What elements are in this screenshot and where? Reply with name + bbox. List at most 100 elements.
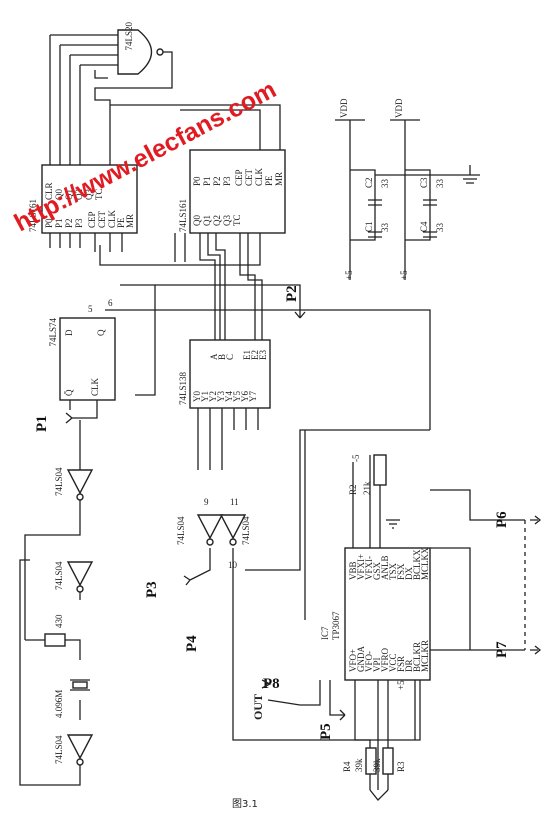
pin-label: P0 bbox=[44, 218, 54, 228]
ff-pin-clk: CLK bbox=[90, 377, 100, 396]
c2-label: C2 bbox=[364, 177, 374, 188]
resistor-430-label: 430 bbox=[54, 614, 64, 628]
pin-label: VFO+ bbox=[348, 649, 358, 672]
decoder-label: 74LS138 bbox=[178, 371, 188, 405]
pin-label: P2 bbox=[64, 218, 74, 228]
pin-label: VFXI- bbox=[364, 556, 374, 580]
pin-label: Y6 bbox=[240, 391, 250, 402]
inverter-a-label: 74LS04 bbox=[176, 516, 186, 545]
decoder: 74LS138 A B C E1 E2 E3 Y0 Y1 Y2 Y3 Y4 Y5… bbox=[178, 339, 271, 409]
pin-label: GNDA bbox=[356, 646, 366, 672]
capacitor-network: VDD VDD C2 33 C1 33 C3 33 C4 33 +5 +5 bbox=[339, 98, 445, 280]
c2-value: 33 bbox=[380, 179, 390, 189]
pin-label: TC bbox=[94, 188, 104, 200]
pin-label: MR bbox=[274, 172, 284, 186]
pin-label: TC bbox=[232, 214, 242, 226]
codec-part: TP3067 bbox=[331, 611, 341, 640]
pin-label: CLK bbox=[254, 167, 264, 186]
vdd1-label: VDD bbox=[339, 98, 349, 118]
pin-label: DR bbox=[404, 659, 414, 672]
pin-label: Q2 bbox=[74, 189, 84, 200]
pin-label: Y7 bbox=[248, 391, 258, 402]
pin-label: PE bbox=[264, 175, 274, 186]
ff-pin-5: 5 bbox=[88, 304, 93, 314]
pin-label: Y5 bbox=[232, 391, 242, 402]
flipflop-label: 74LS74 bbox=[48, 318, 58, 347]
crystal-4096: 4.096M bbox=[54, 679, 90, 718]
pin-label: VFRO bbox=[380, 647, 390, 672]
ff-pin-6: 6 bbox=[108, 298, 113, 308]
codec-chip: IC7 TP3067 VBB VFXI+ VFXI- GSX ANLB TSX … bbox=[320, 547, 431, 681]
pin-label: DX bbox=[404, 567, 414, 580]
probe-p5: P5 bbox=[318, 723, 334, 740]
probe-p2: P2 bbox=[284, 285, 300, 302]
probe-p6: P6 bbox=[494, 511, 510, 528]
inverter-p1: 74LS04 bbox=[54, 467, 94, 501]
counter-right: 74LS161 Q0 Q1 Q2 Q3 TC P0 P1 P2 P3 CEP C… bbox=[178, 149, 286, 234]
c3-value: 33 bbox=[435, 179, 445, 189]
pin-label: VBB bbox=[348, 561, 358, 580]
pin-label: MR bbox=[125, 214, 135, 228]
inverter-p1-label: 74LS04 bbox=[54, 467, 64, 496]
pin-label: VCC bbox=[388, 653, 398, 672]
pin-label: Q0 bbox=[54, 189, 64, 200]
c1-label: C1 bbox=[364, 221, 374, 232]
pin-label: MCLKR bbox=[420, 640, 430, 672]
probe-markers: P1 P2 P3 P4 P5 P6 P7 P8 OUT bbox=[34, 285, 542, 740]
probe-p4: P4 bbox=[184, 635, 200, 652]
pin-label: CLK bbox=[107, 209, 117, 228]
pin-label: FSR bbox=[396, 656, 406, 672]
pin-label: P2 bbox=[212, 176, 222, 186]
r3-value: 39k bbox=[372, 758, 382, 772]
pin-label: VFO- bbox=[364, 651, 374, 672]
pin-label: A bbox=[209, 353, 219, 360]
flipflop: 74LS74 D Q CLK Q̄ 5 6 bbox=[48, 298, 116, 401]
inverter-mid: 74LS04 bbox=[54, 561, 94, 593]
vee-label: -5 bbox=[351, 454, 361, 462]
pin-label: Q3 bbox=[222, 215, 232, 226]
c4-label: C4 bbox=[419, 221, 429, 232]
pin-label: P0 bbox=[192, 176, 202, 186]
pin-label: P1 bbox=[54, 218, 64, 228]
ff-pin-qbar: Q̄ bbox=[64, 389, 74, 396]
pin-label: C bbox=[225, 354, 235, 360]
pin-label: Q1 bbox=[64, 189, 74, 200]
pin-label: Y0 bbox=[192, 391, 202, 402]
pin-label: E3 bbox=[258, 350, 268, 360]
r4-value: 39k bbox=[354, 758, 364, 772]
resistor-430: 430 bbox=[44, 614, 66, 647]
inverter-a: 74LS04 9 bbox=[176, 497, 224, 546]
codec-pins-left: VBB VFXI+ VFXI- GSX ANLB TSX FSX DX BCLK… bbox=[348, 547, 430, 580]
inverter-osc-label: 74LS04 bbox=[54, 735, 64, 764]
and-gate-label: 74LS20 bbox=[124, 22, 134, 51]
vcc1-label: +5 bbox=[344, 270, 354, 280]
pin-label: P1 bbox=[202, 176, 212, 186]
ff-pin-q: Q bbox=[96, 329, 106, 336]
inverter-b-pin: 11 bbox=[230, 497, 239, 507]
pin-label: GSX bbox=[372, 561, 382, 580]
pin-label: FSX bbox=[396, 563, 406, 580]
pin-label: P3 bbox=[74, 218, 84, 228]
pin-label: Q2 bbox=[212, 215, 222, 226]
pin-label: VPI bbox=[372, 657, 382, 672]
pin-label: E2 bbox=[250, 350, 260, 360]
codec-ref: IC7 bbox=[320, 626, 330, 640]
wires bbox=[19, 34, 526, 801]
probe-p7: P7 bbox=[494, 641, 510, 658]
inverter-mid-label: 74LS04 bbox=[54, 561, 64, 590]
pin-label: E1 bbox=[242, 350, 252, 360]
and-gate: 74LS20 bbox=[117, 22, 164, 75]
pin-label: Q0 bbox=[192, 215, 202, 226]
pin-label: CLR bbox=[44, 182, 54, 200]
vcc2-label: +5 bbox=[399, 270, 409, 280]
pin-label: Q3 bbox=[84, 189, 94, 200]
vdd2-label: VDD bbox=[394, 98, 404, 118]
pin-label: TSX bbox=[388, 562, 398, 580]
pin-label: Y4 bbox=[224, 391, 234, 402]
c3-label: C3 bbox=[419, 177, 429, 188]
counter-left: 74LS161 CLR Q0 Q1 Q2 Q3 TC P0 P1 P2 P3 C… bbox=[28, 164, 138, 234]
codec-pins-right: VFO+ GNDA VFO- VPI VFRO VCC FSR DR BCLKR… bbox=[348, 640, 430, 672]
resistor-r3: 39k R3 bbox=[372, 747, 406, 775]
r2-label: R2 bbox=[348, 484, 358, 495]
